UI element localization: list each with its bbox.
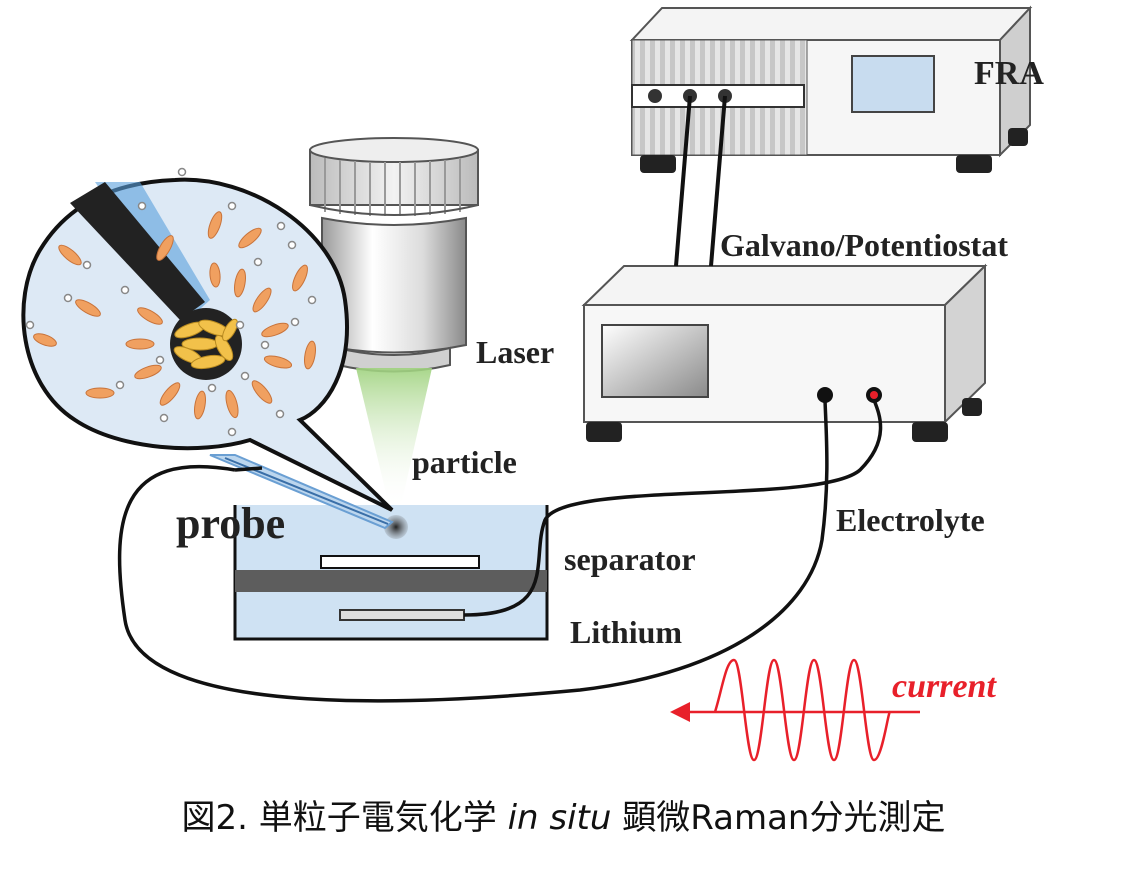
zoom-bubble: [21, 167, 394, 512]
top-electrode-plate: [320, 555, 480, 569]
caption-italic: in situ: [507, 798, 612, 838]
label-fra: FRA: [974, 55, 1044, 92]
fra-cables: [674, 95, 727, 267]
label-laser: Laser: [476, 334, 554, 370]
current-wave: [670, 658, 920, 762]
objective-lens: [309, 137, 479, 373]
label-galvano: Galvano/Potentiostat: [720, 227, 1008, 263]
current-arrow-icon: [670, 702, 690, 722]
label-current: current: [892, 668, 997, 705]
lithium-electrode: [339, 609, 465, 621]
cell-wires: [117, 399, 883, 703]
caption-prefix: 図2. 単粒子電気化学: [181, 798, 508, 838]
label-probe: probe: [176, 499, 285, 548]
potentiostat-instrument: [581, 263, 988, 442]
label-electrolyte: Electrolyte: [836, 502, 985, 538]
figure-caption: 図2. 単粒子電気化学 in situ 顕微Raman分光測定: [0, 790, 1127, 839]
label-lithium: Lithium: [570, 614, 682, 650]
caption-suffix: 顕微Raman分光測定: [611, 798, 946, 838]
label-separator: separator: [564, 541, 696, 577]
electrochemical-cell: [233, 505, 549, 641]
fra-instrument: [629, 5, 1033, 173]
laser-beam: [356, 368, 432, 510]
label-particle: particle: [412, 444, 517, 480]
separator-layer: [235, 570, 547, 592]
